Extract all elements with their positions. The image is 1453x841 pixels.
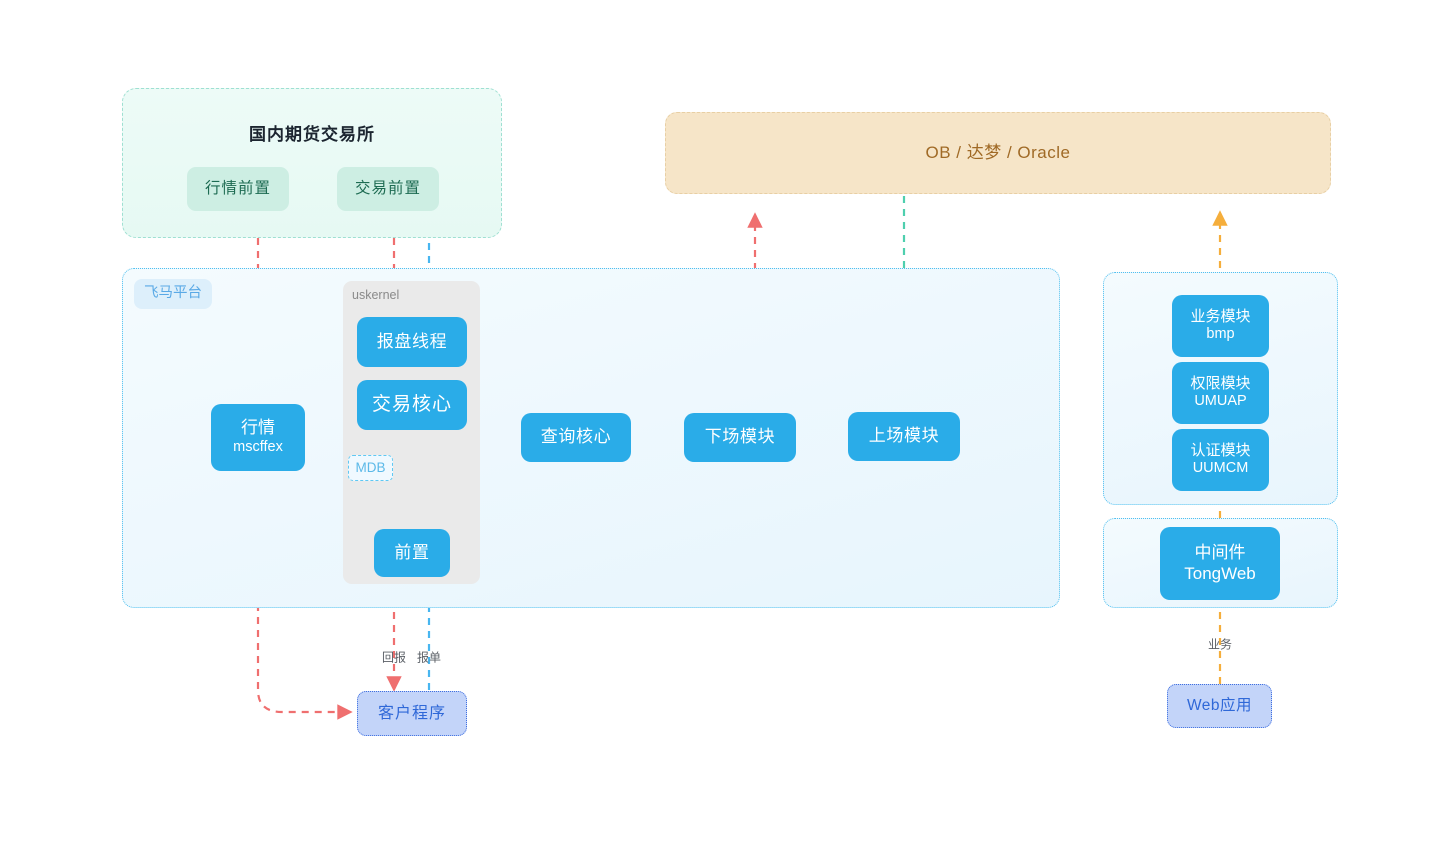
edge-label-yewu: 业务 — [1207, 637, 1233, 652]
node-baopan-thread[interactable]: 报盘线程 — [357, 317, 467, 367]
exchange-box-row: 行情前置 交易前置 — [123, 167, 503, 211]
node-trade-core[interactable]: 交易核心 — [357, 380, 467, 430]
node-module-umuap-subtitle: UMUAP — [1194, 393, 1247, 410]
node-market-subtitle: mscffex — [233, 439, 283, 456]
node-module-umuap[interactable]: 权限模块 UMUAP — [1172, 362, 1269, 424]
node-frontend[interactable]: 前置 — [374, 529, 450, 577]
node-query-core[interactable]: 查询核心 — [521, 413, 631, 462]
node-mdb[interactable]: MDB — [348, 455, 393, 481]
node-upstream-module[interactable]: 上场模块 — [848, 412, 960, 461]
node-module-bmp-subtitle: bmp — [1206, 326, 1235, 343]
group-exchange-title: 国内期货交易所 — [249, 125, 375, 144]
uskernel-tag: uskernel — [352, 288, 400, 302]
node-module-bmp[interactable]: 业务模块 bmp — [1172, 295, 1269, 357]
node-module-uumcm[interactable]: 认证模块 UUMCM — [1172, 429, 1269, 491]
node-downstream-module[interactable]: 下场模块 — [684, 413, 796, 462]
node-module-uumcm-subtitle: UUMCM — [1192, 460, 1249, 477]
node-module-umuap-title: 权限模块 — [1190, 375, 1251, 392]
edge-label-huibao: 回报 — [381, 650, 407, 665]
edge-label-baodan: 报单 — [416, 650, 442, 665]
node-middleware-tongweb[interactable]: 中间件 TongWeb — [1160, 527, 1280, 600]
node-module-uumcm-title: 认证模块 — [1190, 442, 1251, 459]
exchange-box-trade-frontend[interactable]: 交易前置 — [337, 167, 439, 211]
exchange-box-market-frontend[interactable]: 行情前置 — [187, 167, 289, 211]
node-market-mscffex[interactable]: 行情 mscffex — [211, 404, 305, 471]
group-database[interactable]: OB / 达梦 / Oracle — [665, 112, 1331, 194]
node-market-title: 行情 — [241, 418, 275, 438]
node-middleware-subtitle: TongWeb — [1184, 563, 1256, 583]
node-module-bmp-title: 业务模块 — [1190, 308, 1251, 325]
node-client-program[interactable]: 客户程序 — [357, 691, 467, 736]
node-web-application[interactable]: Web应用 — [1167, 684, 1272, 728]
group-exchange: 国内期货交易所 行情前置 交易前置 — [122, 88, 502, 238]
node-middleware-title: 中间件 — [1194, 542, 1246, 562]
platform-tag: 飞马平台 — [134, 279, 212, 309]
